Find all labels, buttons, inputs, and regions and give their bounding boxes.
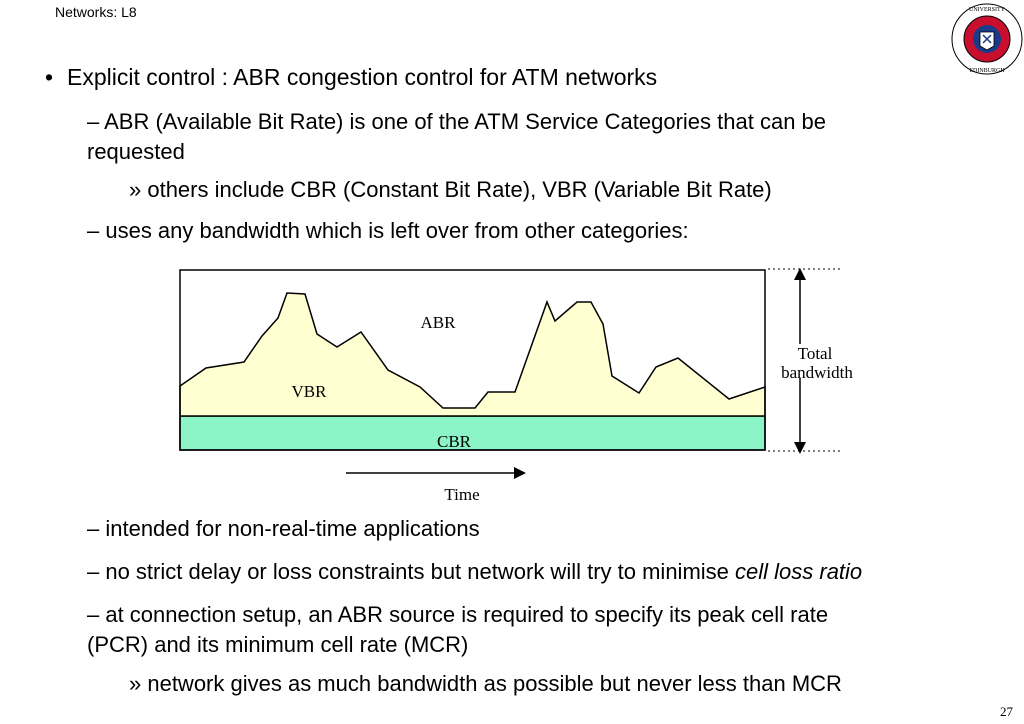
- bullet-title: Explicit control : ABR congestion contro…: [67, 64, 658, 90]
- sub-bullet-abr-line1: – ABR (Available Bit Rate) is one of the…: [87, 109, 827, 134]
- abr-label: ABR: [421, 313, 457, 332]
- vbr-label: VBR: [292, 382, 328, 401]
- sub-bullet-non-real-time: – intended for non-real-time application…: [87, 516, 480, 541]
- sub-sub-bullet-categories: » others include CBR (Constant Bit Rate)…: [129, 177, 772, 202]
- cell-loss-text: – no strict delay or loss constraints bu…: [87, 559, 736, 584]
- sub-bullet-abr: – ABR (Available Bit Rate) is one of the…: [87, 107, 987, 167]
- bandwidth-diagram: ABR VBR CBR Total bandwidth Time: [179, 268, 853, 504]
- bullet-marker: •: [45, 64, 54, 90]
- sub-sub-bullet-mcr: » network gives as much bandwidth as pos…: [129, 671, 842, 696]
- sub-bullet-abr-line2: requested: [87, 139, 185, 164]
- svg-text:EDINBURGH: EDINBURGH: [969, 68, 1005, 74]
- cbr-band: [179, 415, 766, 451]
- total-bandwidth-box: [179, 269, 766, 451]
- total-label-line2: bandwidth: [781, 363, 853, 382]
- connection-setup-line1: – at connection setup, an ABR source is …: [87, 602, 829, 627]
- sub-bullet-cell-loss: – no strict delay or loss constraints bu…: [87, 557, 987, 587]
- svg-text:UNIVERSITY: UNIVERSITY: [969, 7, 1006, 13]
- slide-header: Networks: L8: [55, 4, 137, 20]
- time-label: Time: [444, 485, 479, 504]
- sub-bullet-bandwidth: – uses any bandwidth which is left over …: [87, 218, 689, 243]
- vbr-area: [179, 292, 766, 417]
- cbr-label: CBR: [437, 432, 472, 451]
- total-label-line1: Total: [798, 344, 833, 363]
- university-crest-icon: UNIVERSITY EDINBURGH: [951, 3, 1023, 75]
- cell-loss-ratio-emphasis: cell loss ratio: [735, 559, 863, 584]
- page-number: 27: [1000, 704, 1013, 719]
- main-bullet: • Explicit control : ABR congestion contr…: [45, 62, 657, 92]
- connection-setup-line2: (PCR) and its minimum cell rate (MCR): [87, 632, 469, 657]
- sub-bullet-connection-setup: – at connection setup, an ABR source is …: [87, 600, 987, 660]
